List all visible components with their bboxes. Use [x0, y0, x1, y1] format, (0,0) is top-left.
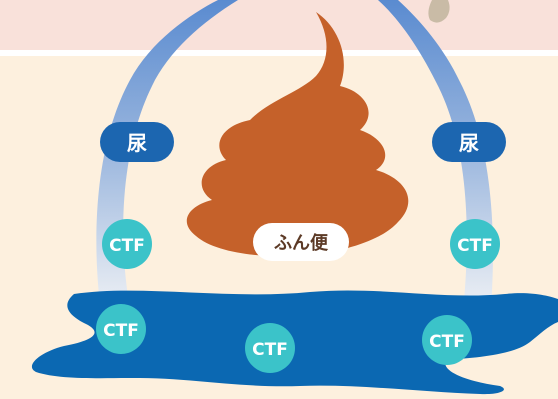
ctf-label-right-path: CTF	[457, 236, 493, 256]
urine-badge-left: 尿	[100, 122, 174, 162]
ctf-label-left-path: CTF	[109, 236, 145, 256]
animal-leg-shape	[428, 0, 450, 23]
ctf-badge-water-left: CTF	[96, 304, 146, 354]
ctf-label-water-right: CTF	[429, 332, 465, 352]
band-divider	[0, 50, 558, 56]
ctf-badge-right-path: CTF	[450, 219, 500, 269]
ctf-badge-water-right: CTF	[422, 315, 472, 365]
ctf-label-water-left: CTF	[103, 321, 139, 341]
water-body	[31, 290, 558, 395]
ctf-badge-left-path: CTF	[102, 219, 152, 269]
urine-label-left: 尿	[127, 131, 147, 155]
feces-badge: ふん便	[253, 223, 349, 261]
urine-path-left	[96, 0, 238, 320]
feces-pile	[186, 12, 409, 257]
feces-label: ふん便	[274, 232, 329, 254]
upper-band	[0, 0, 558, 52]
urine-label-right: 尿	[459, 131, 479, 155]
ctf-badge-water-center: CTF	[245, 323, 295, 373]
urine-badge-right: 尿	[432, 122, 506, 162]
ctf-label-water-center: CTF	[252, 340, 288, 360]
